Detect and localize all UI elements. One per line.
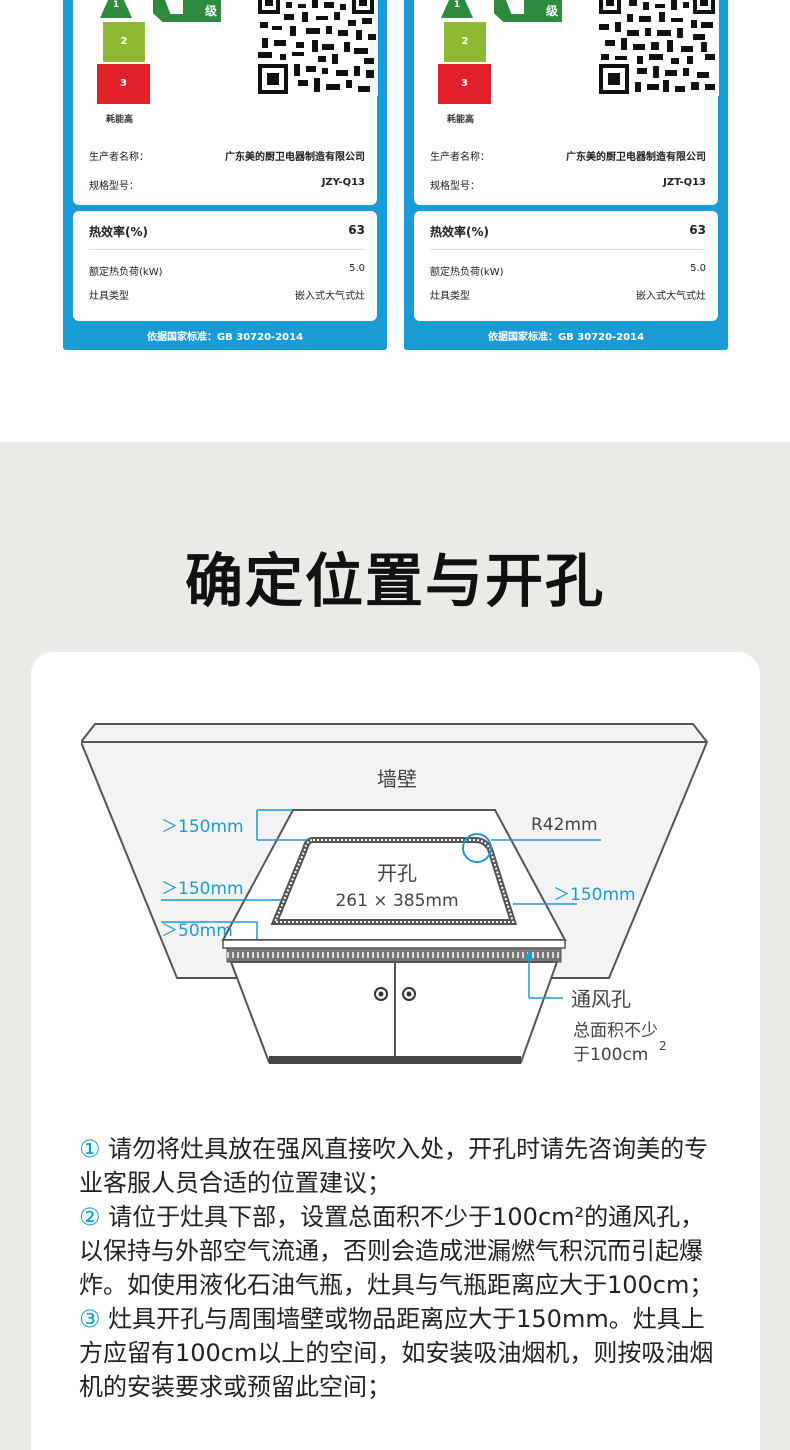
note-number: ①: [79, 1135, 101, 1163]
grade-1-bar: 1: [441, 0, 473, 18]
hole-size-label: 261 × 385mm: [335, 891, 458, 911]
note-text: 请位于灶具下部，设置总面积不少于100cm²的通风孔，以保持与外部空气流通，否则…: [79, 1203, 714, 1299]
label-info-panel: 1 2 3 级 耗能高: [414, 0, 719, 205]
high-consumption-label: 耗能高: [447, 115, 475, 125]
label-spec-panel: 热效率(%) 63 额定热负荷(kW) 5.0 灶具类型 嵌入式大气式灶: [414, 211, 718, 321]
radius-label: R42mm: [531, 815, 598, 835]
high-consumption-label: 耗能高: [106, 115, 134, 125]
model-value: JZT-Q13: [663, 177, 706, 188]
gap-right-label: ＞150mm: [553, 885, 636, 905]
note-text: 灶具开孔与周围墙壁或物品距离应大于150mm。灶具上方应留有100cm以上的空间…: [79, 1305, 714, 1401]
installation-section: 确定位置与开孔 墙壁 开孔 261 × 385mm R42mm ＞150mm: [0, 442, 790, 1450]
load-row: 额定热负荷(kW) 5.0: [89, 263, 365, 278]
model-value: JZY-Q13: [321, 177, 365, 188]
maker-value: 广东美的厨卫电器制造有限公司: [225, 152, 365, 163]
model-label: 规格型号：: [89, 181, 139, 192]
model-row: 规格型号： JZY-Q13: [89, 177, 365, 192]
type-label: 灶具类型: [430, 291, 470, 302]
note-number: ③: [79, 1305, 101, 1333]
label-info-panel: 1 2 3 级 耗能高: [73, 0, 378, 205]
divider: [89, 249, 365, 250]
efficiency-label: 热效率(%): [89, 225, 148, 239]
installation-diagram: 墙壁 开孔 261 × 385mm R42mm ＞150mm ＞150mm ＞5…: [81, 723, 709, 1065]
load-label: 额定热负荷(kW): [89, 267, 163, 278]
vent-label: 通风孔: [571, 987, 631, 1011]
efficiency-row: 热效率(%) 63: [430, 223, 706, 240]
type-row: 灶具类型 嵌入式大气式灶: [430, 287, 706, 302]
wall-label: 墙壁: [377, 767, 417, 791]
maker-row: 生产者名称： 广东美的厨卫电器制造有限公司: [430, 148, 706, 163]
note-number: ②: [79, 1203, 101, 1231]
type-value: 嵌入式大气式灶: [295, 291, 365, 302]
grade-1-bar: 1: [100, 0, 132, 18]
model-row: 规格型号： JZT-Q13: [430, 177, 706, 192]
load-row: 额定热负荷(kW) 5.0: [430, 263, 706, 278]
standard-text: 依据国家标准：GB 30720-2014: [146, 332, 304, 343]
grade-flag-text: 级: [205, 4, 218, 18]
model-label: 规格型号：: [430, 181, 480, 192]
type-value: 嵌入式大气式灶: [636, 291, 706, 302]
grade-flag-notch: [506, 0, 524, 14]
efficiency-label: 热效率(%): [430, 225, 489, 239]
grade-flag-notch: [165, 0, 183, 14]
hole-label: 开孔: [377, 861, 417, 885]
gap-left-label: ＞150mm: [161, 879, 244, 899]
label-spec-panel: 热效率(%) 63 额定热负荷(kW) 5.0 灶具类型 嵌入式大气式灶: [73, 211, 377, 321]
note-text: 请勿将灶具放在强风直接吹入处，开孔时请先咨询美的专业客服人员合适的位置建议；: [79, 1135, 709, 1197]
section-title: 确定位置与开孔: [184, 547, 605, 615]
note-item: ② 请位于灶具下部，设置总面积不少于100cm²的通风孔，以保持与外部空气流通，…: [79, 1200, 719, 1302]
maker-row: 生产者名称： 广东美的厨卫电器制造有限公司: [89, 148, 365, 163]
vent-note-line1: 总面积不少: [573, 1021, 658, 1041]
type-label: 灶具类型: [89, 291, 129, 302]
note-item: ① 请勿将灶具放在强风直接吹入处，开孔时请先咨询美的专业客服人员合适的位置建议；: [79, 1132, 719, 1200]
load-label: 额定热负荷(kW): [430, 267, 504, 278]
gap-front-label: ＞50mm: [161, 921, 233, 941]
qr-code-icon: [256, 0, 378, 96]
qr-code-icon: [597, 0, 719, 96]
vent-note-line2: 于100cm: [573, 1045, 648, 1065]
gap-top-label: ＞150mm: [161, 817, 244, 837]
note-item: ③ 灶具开孔与周围墙壁或物品距离应大于150mm。灶具上方应留有100cm以上的…: [79, 1302, 719, 1404]
installation-notes: ① 请勿将灶具放在强风直接吹入处，开孔时请先咨询美的专业客服人员合适的位置建议；…: [79, 1132, 719, 1404]
load-value: 5.0: [690, 263, 706, 274]
standard-text: 依据国家标准：GB 30720-2014: [487, 332, 645, 343]
energy-labels-section: 1 2 3 级 耗能高: [0, 0, 790, 442]
grade-2-bar: 2: [103, 22, 145, 62]
installation-card: 墙壁 开孔 261 × 385mm R42mm ＞150mm ＞150mm ＞5…: [31, 652, 760, 1450]
grade-3-bar: 3: [97, 64, 150, 104]
efficiency-row: 热效率(%) 63: [89, 223, 365, 240]
energy-label-jzy: 1 2 3 级 耗能高: [63, 0, 387, 350]
efficiency-value: 63: [348, 223, 365, 237]
grade-flag-text: 级: [546, 4, 559, 18]
maker-label: 生产者名称：: [430, 152, 490, 163]
load-value: 5.0: [349, 263, 365, 274]
grade-3-bar: 3: [438, 64, 491, 104]
maker-value: 广东美的厨卫电器制造有限公司: [566, 152, 706, 163]
energy-label-jzt: 1 2 3 级 耗能高: [404, 0, 728, 350]
grade-2-bar: 2: [444, 22, 486, 62]
efficiency-value: 63: [689, 223, 706, 237]
type-row: 灶具类型 嵌入式大气式灶: [89, 287, 365, 302]
maker-label: 生产者名称：: [89, 152, 149, 163]
divider: [430, 249, 706, 250]
vent-note-superscript: 2: [659, 1039, 667, 1053]
